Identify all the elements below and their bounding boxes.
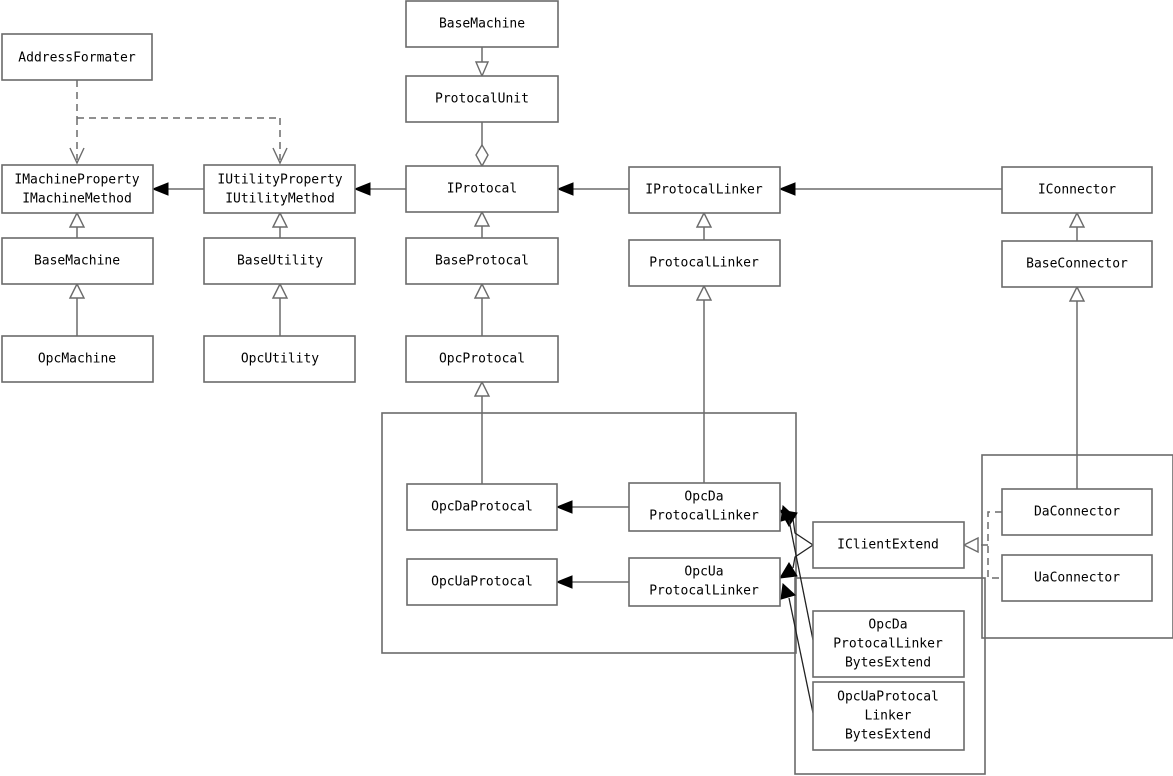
edge-iutility-imachine	[151, 182, 204, 196]
label-address-formater: AddressFormater	[18, 51, 136, 66]
edge-baseconnector-iconnector	[1068, 211, 1086, 241]
label-iprotocal: IProtocal	[447, 182, 517, 197]
class-box-base-utility[interactable]: BaseUtility	[203, 237, 356, 285]
class-box-opc-utility[interactable]: OpcUtility	[203, 335, 356, 383]
class-box-iprotocal-linker[interactable]: IProtocalLinker	[628, 166, 781, 214]
edge-opcutility-baseutility	[271, 282, 289, 336]
edge-protocallinker-iprotocallinker	[695, 211, 713, 240]
edge-iprotocallinker-iprotocal	[556, 182, 629, 196]
class-box-base-machine-top[interactable]: BaseMachine	[405, 0, 559, 48]
label-opc-ua-bytes-line2: Linker	[865, 709, 912, 724]
label-iutility-property: IUtilityProperty	[217, 173, 342, 188]
edge-iprotocal-iutility	[353, 182, 406, 196]
class-box-address-formater[interactable]: AddressFormater	[1, 33, 153, 81]
label-imachine-property: IMachineProperty	[14, 173, 139, 188]
label-opc-da-bytes-line1: OpcDa	[868, 618, 907, 633]
label-iprotocal-linker: IProtocalLinker	[645, 183, 763, 198]
label-opc-ua-bytes-line1: OpcUaProtocal	[837, 690, 939, 705]
edge-opcmachine-basemachine	[68, 282, 86, 336]
edge-opcprotocal-baseprotocal	[473, 282, 491, 336]
edge-opcdabytesextend-opcdalinker	[780, 504, 814, 641]
label-base-machine-top: BaseMachine	[439, 17, 525, 32]
class-box-base-protocal[interactable]: BaseProtocal	[405, 237, 559, 285]
edge-protocalunit-iprotocal	[475, 122, 489, 168]
label-iconnector: IConnector	[1038, 183, 1116, 198]
label-opc-ua-linker-line1: OpcUa	[684, 565, 723, 580]
label-opc-da-bytes-line3: BytesExtend	[845, 656, 931, 671]
edge-address-formater-dependency	[69, 80, 288, 165]
label-base-connector: BaseConnector	[1026, 257, 1128, 272]
edge-baseutility-iutility	[271, 211, 289, 238]
label-opc-da-bytes-line2: ProtocalLinker	[833, 637, 943, 652]
class-box-iconnector[interactable]: IConnector	[1001, 166, 1153, 214]
edge-iconnector-iprotocallinker	[778, 182, 1002, 196]
label-ua-connector: UaConnector	[1034, 571, 1120, 586]
opc-protocal-group	[381, 412, 797, 654]
edge-opcualinker-opcuaprotocal	[555, 575, 629, 589]
label-base-machine: BaseMachine	[34, 254, 120, 269]
class-box-ua-connector[interactable]: UaConnector	[1001, 554, 1153, 602]
edge-baseprotocal-iprotocal	[473, 210, 491, 238]
label-opc-ua-linker-line2: ProtocalLinker	[649, 584, 759, 599]
edge-daconnector-baseconnector	[1068, 285, 1086, 489]
label-opc-utility: OpcUtility	[241, 352, 319, 367]
edge-opcdaprotocal-opcprotocal	[473, 380, 491, 484]
edge-basemachine-imachine	[68, 211, 86, 238]
label-protocal-linker: ProtocalLinker	[649, 256, 759, 271]
class-box-protocal-unit[interactable]: ProtocalUnit	[405, 75, 559, 123]
class-box-protocal-linker[interactable]: ProtocalLinker	[628, 239, 781, 287]
class-box-opc-protocal[interactable]: OpcProtocal	[405, 335, 559, 383]
class-box-da-connector[interactable]: DaConnector	[1001, 488, 1153, 536]
label-opc-ua-protocal: OpcUaProtocal	[431, 575, 533, 590]
label-opc-ua-bytes-line3: BytesExtend	[845, 728, 931, 743]
edge-opcuabytesextend-opcualinker	[780, 582, 814, 714]
class-box-iclient-extend[interactable]: IClientExtend	[812, 521, 965, 569]
label-opc-machine: OpcMachine	[38, 352, 116, 367]
class-box-opc-ua-protocal[interactable]: OpcUaProtocal	[406, 558, 558, 606]
class-box-opc-ua-protocal-linker[interactable]: OpcUa ProtocalLinker	[628, 557, 781, 607]
client-extend-group	[794, 577, 986, 775]
label-opc-protocal: OpcProtocal	[439, 352, 525, 367]
class-box-base-machine[interactable]: BaseMachine	[1, 237, 154, 285]
class-box-opc-da-bytes-extend[interactable]: OpcDa ProtocalLinker BytesExtend	[812, 610, 965, 678]
label-base-utility: BaseUtility	[237, 254, 323, 269]
label-opc-da-linker-line2: ProtocalLinker	[649, 509, 759, 524]
class-box-opc-ua-bytes-extend[interactable]: OpcUaProtocal Linker BytesExtend	[812, 681, 965, 751]
label-base-protocal: BaseProtocal	[435, 254, 529, 269]
label-opc-da-protocal: OpcDaProtocal	[431, 500, 533, 515]
class-box-opc-da-protocal[interactable]: OpcDaProtocal	[406, 483, 558, 531]
label-protocal-unit: ProtocalUnit	[435, 92, 529, 107]
class-box-iutility-interface[interactable]: IUtilityProperty IUtilityMethod	[203, 164, 356, 214]
label-da-connector: DaConnector	[1034, 505, 1120, 520]
class-box-iprotocal[interactable]: IProtocal	[405, 165, 559, 213]
class-box-imachine-interface[interactable]: IMachineProperty IMachineMethod	[1, 164, 154, 214]
class-box-base-connector[interactable]: BaseConnector	[1001, 240, 1153, 288]
label-imachine-method: IMachineMethod	[22, 192, 132, 207]
edge-basemachine-protocalunit	[474, 47, 490, 78]
class-box-opc-machine[interactable]: OpcMachine	[1, 335, 154, 383]
class-box-opc-da-protocal-linker[interactable]: OpcDa ProtocalLinker	[628, 482, 781, 532]
edge-opcdalinker-opcdaprotocal	[555, 500, 629, 514]
edge-opcdalinker-protocallinker	[695, 284, 713, 483]
label-opc-da-linker-line1: OpcDa	[684, 490, 723, 505]
edge-connectors-realize-iclientextend	[962, 511, 1002, 579]
label-iutility-method: IUtilityMethod	[225, 192, 335, 207]
label-iclient-extend: IClientExtend	[837, 538, 939, 553]
